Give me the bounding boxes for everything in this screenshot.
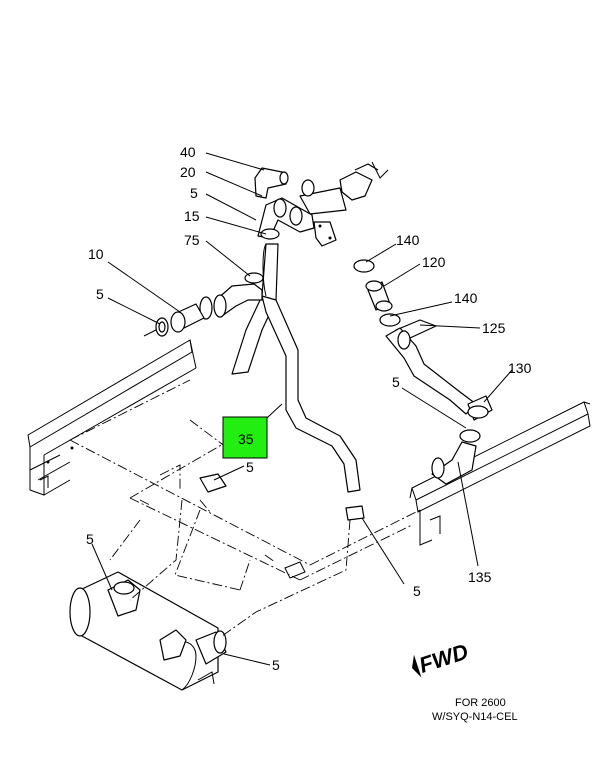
callout-125: 125 [482, 320, 506, 336]
callout-35: 35 [238, 431, 254, 447]
forward-arrow: FWD [412, 639, 471, 678]
callout-5-b: 5 [96, 286, 104, 302]
callout-140-b: 140 [454, 290, 478, 306]
callout-130: 130 [508, 360, 532, 376]
muffler [69, 571, 227, 691]
callout-40: 40 [180, 144, 196, 160]
callout-5-a: 5 [190, 185, 198, 201]
callout-5-g: 5 [272, 657, 280, 673]
inlet-pipe-10 [143, 283, 263, 337]
callout-15: 15 [184, 208, 200, 224]
note-line-2: W/SYQ-N14-CEL [432, 711, 518, 723]
arrow-icon [412, 654, 422, 678]
callout-135: 135 [468, 569, 492, 585]
left-frame-rail [27, 339, 197, 496]
callout-5-f: 5 [413, 583, 421, 599]
callout-10: 10 [88, 246, 104, 262]
callout-5-d: 5 [246, 459, 254, 475]
turbo-outlet-assembly [254, 161, 389, 215]
fwd-label: FWD [416, 639, 471, 678]
callout-labels: 40 20 5 15 75 10 5 140 120 140 125 130 5… [86, 144, 532, 673]
elbow-pipe-15 [257, 197, 337, 247]
callout-5-e: 5 [86, 531, 94, 547]
crossmember-phantom [69, 379, 421, 591]
highlight-box-35 [222, 416, 268, 459]
applicability-note: FOR 2600 W/SYQ-N14-CEL [432, 697, 518, 723]
note-line-1: FOR 2600 [455, 697, 506, 709]
clamp-lower-center [199, 473, 365, 521]
callout-120: 120 [422, 254, 446, 270]
callout-20: 20 [180, 164, 196, 180]
callout-5-c: 5 [392, 374, 400, 390]
clamp-75 [244, 228, 280, 284]
y-pipe-35 [231, 243, 361, 493]
leader-lines [91, 152, 513, 666]
callout-75: 75 [184, 232, 200, 248]
right-frame-rail [409, 401, 591, 546]
callout-140-a: 140 [396, 232, 420, 248]
right-pipe-chain [353, 259, 493, 485]
